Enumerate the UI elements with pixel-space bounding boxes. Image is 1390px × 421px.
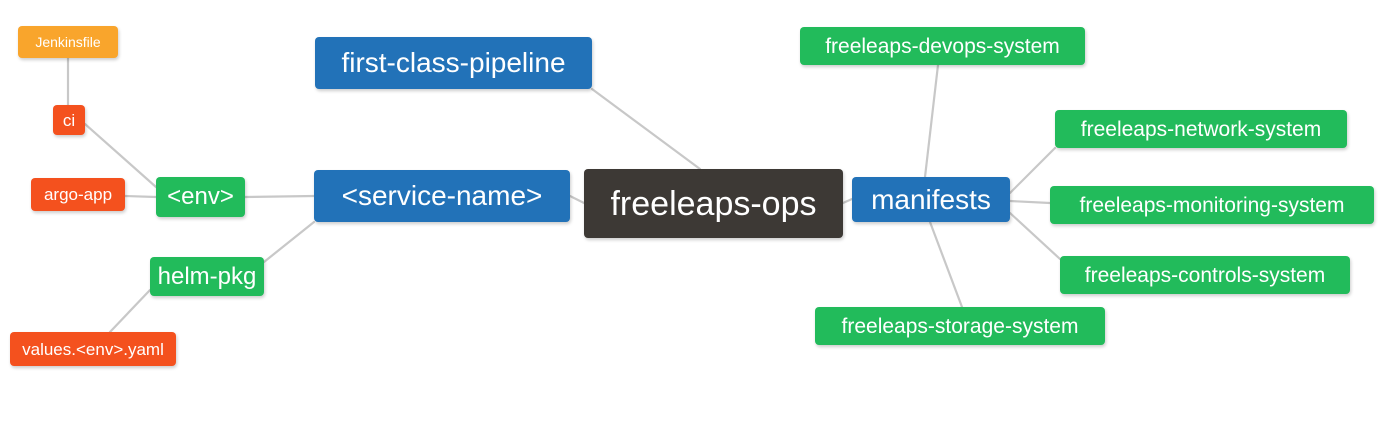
edge-root-service [568,194,586,205]
node-first-class-pipeline[interactable]: first-class-pipeline [315,37,592,89]
node-label-freeleaps-ops: freeleaps-ops [610,184,817,223]
node-label-helm-pkg: helm-pkg [157,262,257,290]
node-service-name[interactable]: <service-name> [314,170,570,222]
node-label-manifests: manifests [871,183,991,215]
node-label-freeleaps-monitoring-system: freeleaps-monitoring-system [1079,193,1345,217]
node-env[interactable]: <env> [156,177,245,217]
node-label-service-name: <service-name> [341,180,543,211]
node-label-ci: ci [62,110,76,130]
node-label-freeleaps-network-system: freeleaps-network-system [1080,117,1322,141]
edge-helm-values [108,288,152,334]
node-freeleaps-ops[interactable]: freeleaps-ops [584,169,843,238]
node-jenkinsfile[interactable]: Jenkinsfile [18,26,118,58]
edge-manifests-devops [923,63,940,179]
node-ci[interactable]: ci [53,105,85,135]
edge-manifests-network [1008,146,1057,195]
node-label-values-env-yaml: values.<env>.yaml [22,339,164,359]
edge-root-manifests [841,197,854,205]
node-label-freeleaps-storage-system: freeleaps-storage-system [841,314,1079,338]
node-freeleaps-devops-system[interactable]: freeleaps-devops-system [800,27,1085,65]
node-label-jenkinsfile: Jenkinsfile [35,34,101,50]
node-label-argo-app: argo-app [43,185,113,204]
node-argo-app[interactable]: argo-app [31,178,125,211]
node-label-freeleaps-devops-system: freeleaps-devops-system [825,34,1060,58]
edge-manifests-monitor [1008,199,1052,205]
node-freeleaps-monitoring-system[interactable]: freeleaps-monitoring-system [1050,186,1374,224]
node-label-freeleaps-controls-system: freeleaps-controls-system [1084,263,1326,287]
node-freeleaps-controls-system[interactable]: freeleaps-controls-system [1060,256,1350,294]
node-freeleaps-storage-system[interactable]: freeleaps-storage-system [815,307,1105,345]
node-freeleaps-network-system[interactable]: freeleaps-network-system [1055,110,1347,148]
edge-root-pipeline [590,87,702,171]
node-manifests[interactable]: manifests [852,177,1010,222]
edge-env-argo [123,194,158,199]
node-helm-pkg[interactable]: helm-pkg [150,257,264,296]
edge-manifests-storage [928,220,964,309]
node-label-first-class-pipeline: first-class-pipeline [341,47,566,78]
node-values-env-yaml[interactable]: values.<env>.yaml [10,332,176,366]
node-label-env: <env> [167,183,234,210]
edge-service-env [243,194,316,199]
edge-service-helm [262,220,316,264]
